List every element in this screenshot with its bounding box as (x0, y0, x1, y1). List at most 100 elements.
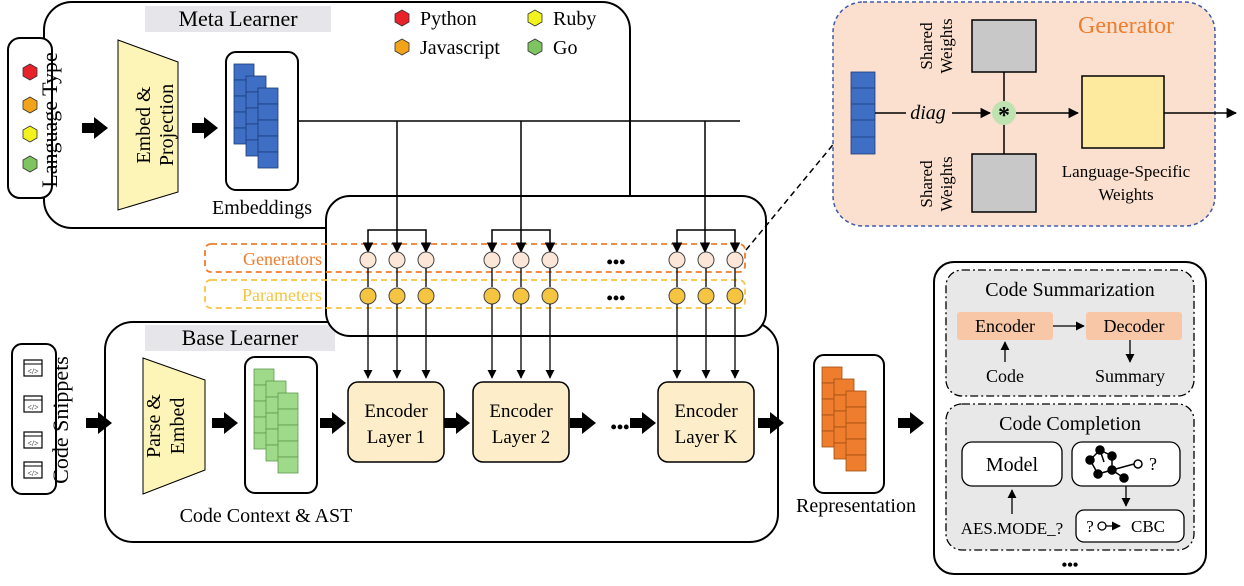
parameter-node (417, 287, 435, 305)
language-specific-line1: Language-Specific (1062, 162, 1191, 181)
code-file-icon-text: </> (27, 439, 39, 448)
ruby-legend-icon (527, 9, 543, 27)
cell (845, 454, 867, 472)
shared-weights-top-line2: Weights (937, 18, 956, 73)
parse-embed-block: Parse & Embed (142, 357, 206, 495)
cell (257, 103, 279, 121)
embed-projection-line1: Embed & (133, 86, 155, 164)
cell (277, 392, 299, 410)
summarization-title: Code Summarization (985, 279, 1154, 301)
cell (845, 406, 867, 424)
ast-graph-icon (1085, 445, 1143, 483)
result-node-icon (1097, 521, 1107, 531)
legend-python-label: Python (420, 8, 477, 30)
encoder-layer-k: Encoder Layer K (657, 381, 755, 463)
python-legend-icon (394, 9, 410, 27)
code-file-icon-text: </> (27, 469, 39, 478)
ruby-hexagon-icon (22, 125, 38, 143)
encoder-layer-2: Encoder Layer 2 (472, 381, 570, 463)
diagram-text: Layer K (675, 427, 738, 448)
parameter-node (541, 287, 559, 305)
go-hexagon-icon (22, 155, 38, 173)
legend-javascript-label: Javascript (420, 37, 500, 59)
completion-result-q: ? (1086, 517, 1094, 536)
shared-weights-bottom-line1: Shared (917, 160, 936, 208)
parameters-ellipsis: ••• (607, 288, 626, 308)
representation-block: Representation (796, 354, 916, 517)
code-file-icon-text: </> (27, 367, 39, 376)
meta-learner-title: Meta Learner (178, 6, 298, 31)
cell (257, 119, 279, 137)
meta-learner-panel: Meta Learner (43, 1, 631, 229)
language-type-box: Language Type (7, 37, 62, 199)
ast-query-label: ? (1149, 454, 1157, 474)
generator-node (417, 251, 435, 269)
shared-weights-bottom (971, 153, 1037, 213)
generator-node (359, 251, 377, 269)
summ-code-label: Code (986, 366, 1024, 386)
language-specific-line2: Weights (1098, 185, 1153, 204)
generators-ellipsis: ••• (607, 252, 626, 272)
cell (257, 151, 279, 169)
cell (277, 440, 299, 458)
generators-label: Generators (243, 249, 322, 269)
generator-embedding-icon (850, 71, 876, 155)
go-legend-icon (527, 38, 543, 56)
summ-decoder-box (1086, 312, 1182, 340)
parameter-node (359, 287, 377, 305)
parameter-node (388, 287, 406, 305)
cell (845, 390, 867, 408)
cell (845, 422, 867, 440)
base-learner-title: Base Learner (182, 325, 299, 350)
generator-node (668, 251, 686, 269)
cell (257, 87, 279, 105)
embeddings-block: Embeddings (212, 51, 312, 219)
representation-cells (821, 366, 867, 472)
arrow-icon (898, 412, 924, 434)
parameter-node (697, 287, 715, 305)
completion-model-box (961, 441, 1063, 487)
code-context-block: Code Context & AST (180, 356, 353, 527)
operator-symbol: * (998, 103, 1010, 129)
parse-embed-line1: Parse & (143, 394, 165, 458)
summ-encoder-label: Encoder (975, 316, 1035, 336)
embedding-connections (298, 120, 741, 254)
completion-model-label: Model (986, 454, 1039, 476)
generator-node (512, 251, 530, 269)
parameter-node (483, 287, 501, 305)
embed-projection-line2: Projection (156, 84, 178, 166)
code-completion-panel: Code Completion Model ? AES.MODE_? ? CBC (945, 403, 1195, 551)
diag-label: diag (910, 102, 946, 124)
language-type-label: Language Type (37, 52, 62, 188)
embeddings-label: Embeddings (212, 197, 312, 219)
language-specific-weights-box (1081, 75, 1165, 149)
summ-decoder-label: Decoder (1104, 316, 1165, 336)
cell (277, 456, 299, 474)
code-snippets-label: Code Snippets (48, 356, 73, 484)
generator-node (483, 251, 501, 269)
parameter-node (512, 287, 530, 305)
generator-panel: Generator diag Shared Weights Shared Wei… (832, 1, 1238, 227)
snippet-icons: </></></></> (23, 359, 43, 479)
completion-title: Code Completion (999, 413, 1141, 435)
javascript-hexagon-icon (22, 96, 38, 114)
completion-result-box (1075, 509, 1185, 543)
shared-weights-bottom-line2: Weights (937, 156, 956, 211)
language-legend: Python Ruby Javascript Go (394, 8, 596, 59)
embed-projection-block: Embed & Projection (117, 39, 179, 211)
summ-summary-label: Summary (1095, 366, 1165, 386)
generator-node (726, 251, 744, 269)
shared-weights-top (971, 19, 1037, 73)
completion-result-label: CBC (1131, 517, 1165, 536)
cell (845, 438, 867, 456)
tasks-ellipsis: ••• (1062, 557, 1079, 574)
code-context-label: Code Context & AST (180, 505, 353, 527)
cell (257, 135, 279, 153)
shared-weights-top-line1: Shared (917, 22, 936, 70)
generator-parameter-circles (359, 251, 744, 379)
generator-node (541, 251, 559, 269)
legend-go-label: Go (553, 37, 577, 59)
parameter-node (668, 287, 686, 305)
javascript-legend-icon (394, 38, 410, 56)
